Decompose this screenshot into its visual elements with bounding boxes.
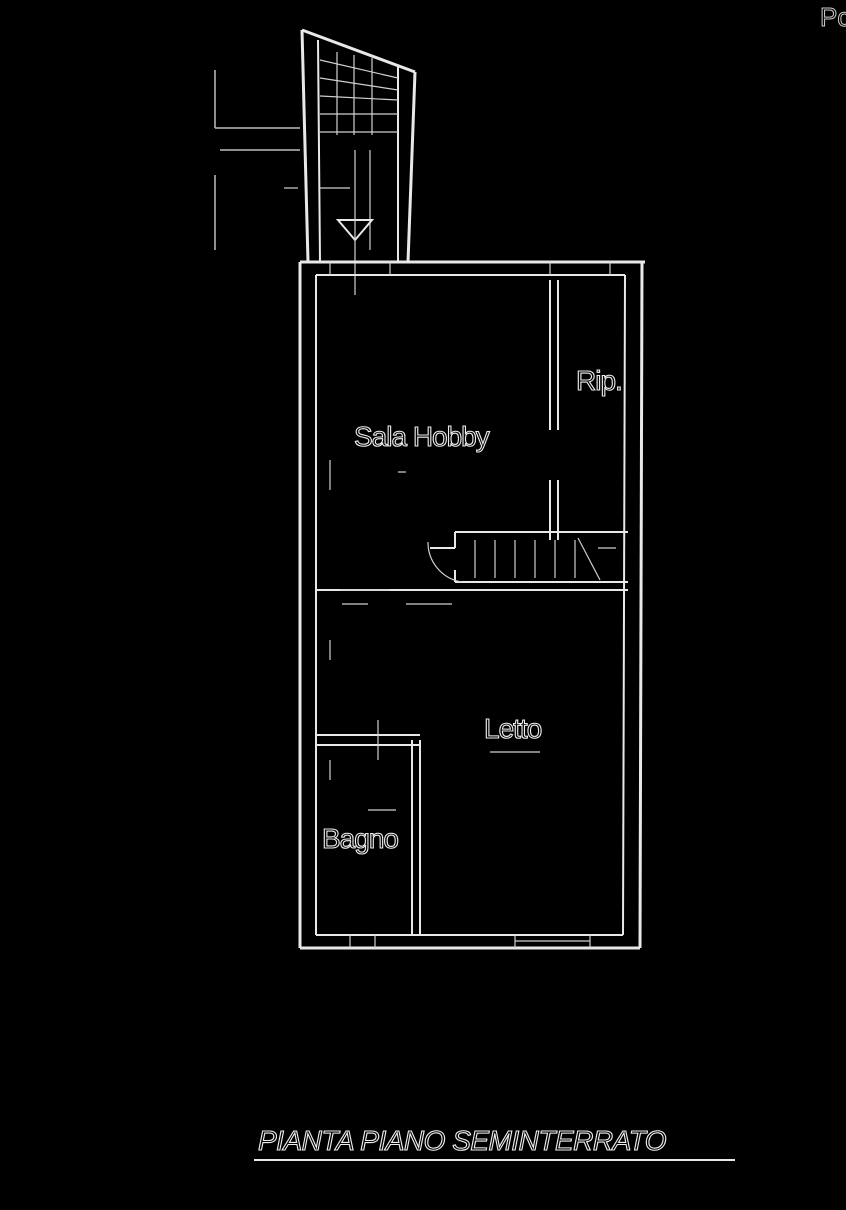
outer-walls bbox=[298, 260, 645, 950]
room-label-bagno: Bagno bbox=[322, 823, 398, 854]
dimension-marks bbox=[214, 70, 300, 250]
room-label-letto: Letto bbox=[484, 713, 542, 744]
plan-title: PIANTA PIANO SEMINTERRATO bbox=[258, 1125, 666, 1156]
corner-text-fragment: Pc bbox=[820, 2, 846, 32]
room-label-sala-hobby: Sala Hobby bbox=[354, 421, 490, 452]
interior-walls bbox=[316, 280, 628, 935]
external-staircase bbox=[284, 28, 417, 295]
room-label-rip: Rip. bbox=[576, 365, 622, 396]
